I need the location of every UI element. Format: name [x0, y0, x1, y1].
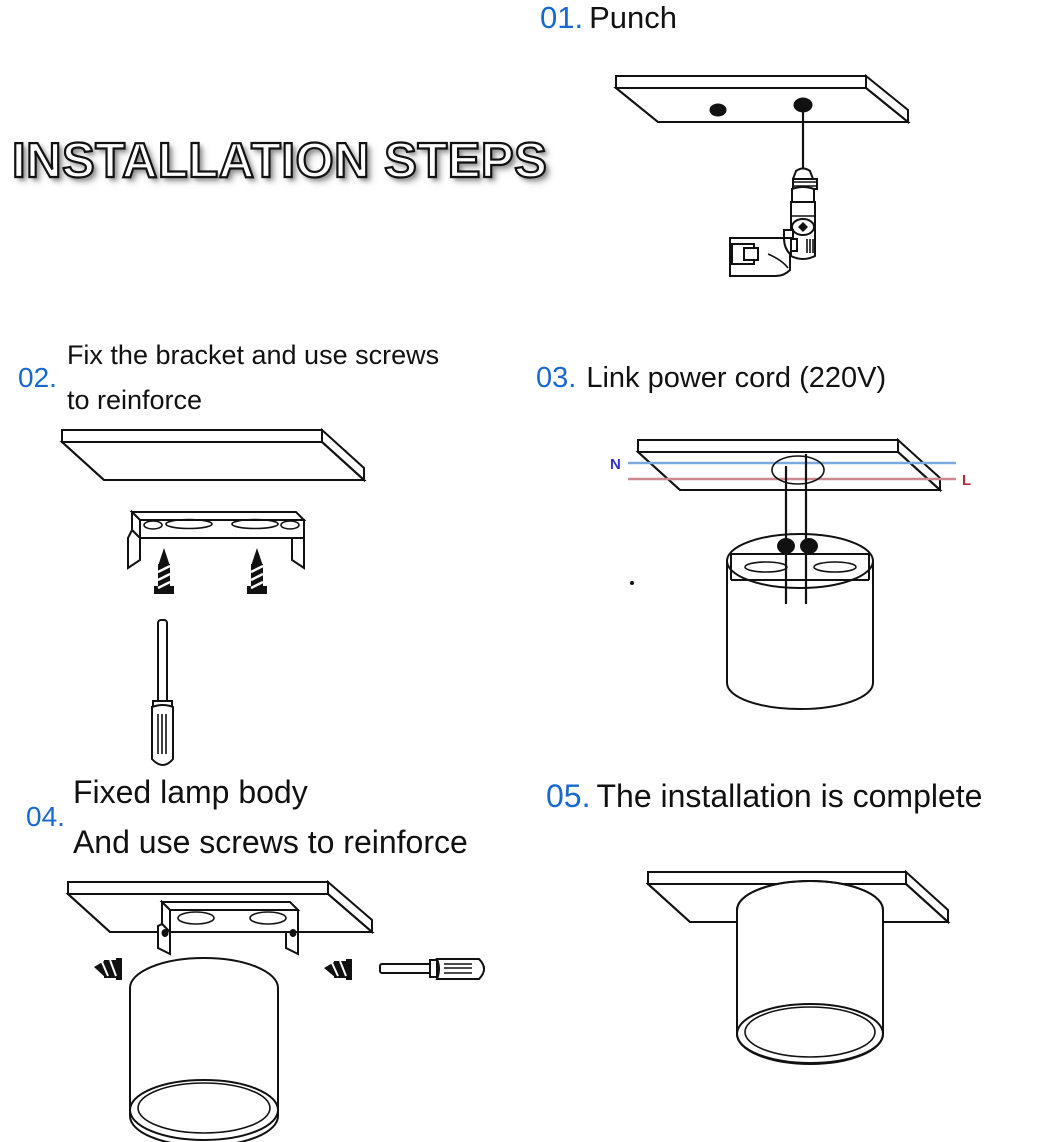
electric-drill: [729, 167, 818, 277]
dot-marker: [630, 581, 634, 585]
mounted-bracket: [157, 899, 301, 956]
ceiling-slab: [59, 427, 367, 483]
step-3-heading: 03. Link power cord (220V): [536, 362, 886, 395]
step-2-number: 02.: [18, 362, 57, 393]
neutral-label: N: [610, 456, 621, 473]
screw-right: [324, 959, 352, 980]
step-1-number: 01.: [540, 0, 584, 35]
step-4-heading: 04. Fixed lamp body And use screws to re…: [26, 768, 586, 866]
step-4-label-line-1: Fixed lamp body: [72, 774, 308, 810]
lens-inner-ring: [744, 1006, 876, 1058]
step-5-number: 05.: [546, 778, 591, 814]
step-5-label: The installation is complete: [596, 778, 983, 814]
ceiling-slab: [635, 437, 943, 493]
step-4-label-line-2: And use screws to reinforce: [72, 824, 468, 860]
step-3-number: 03.: [536, 362, 577, 394]
step-2-illustration: [52, 418, 402, 766]
step-4-number: 04.: [26, 801, 65, 832]
screwdriver-horizontal: [379, 958, 485, 980]
step-1-label: Punch: [589, 0, 678, 35]
step-4-illustration: [52, 872, 512, 1142]
lamp-cylinder-mounted: [736, 880, 884, 1065]
step-2-label-line-1: Fix the bracket and use screws: [66, 340, 440, 370]
page-title: INSTALLATION STEPS: [11, 133, 548, 189]
hole-right: [793, 97, 813, 113]
wire-terminal-right: [800, 538, 818, 554]
step-3-label: Link power cord (220V): [586, 362, 887, 394]
mounting-bracket: [127, 509, 307, 570]
ceiling-slab: [613, 73, 911, 125]
screw-left: [94, 958, 122, 980]
bracket-bar: [730, 553, 870, 581]
step-5-heading: 05. The installation is complete: [546, 778, 982, 815]
step-1-heading: 01. Punch: [540, 0, 677, 36]
wire-terminal-left: [777, 538, 795, 554]
lamp-cylinder: [129, 957, 279, 1142]
lens-ring: [736, 1003, 884, 1065]
step-2-heading: 02. Fix the bracket and use screws to re…: [18, 332, 518, 424]
step-3-illustration: N L: [590, 428, 1010, 718]
step-1-illustration: [598, 58, 938, 288]
lamp-cylinder: [726, 533, 874, 710]
hole-left: [709, 103, 727, 117]
screw-left: [154, 548, 174, 594]
screw-right: [247, 548, 267, 594]
step-2-label-line-2: to reinforce: [66, 385, 203, 415]
live-label: L: [962, 472, 971, 489]
screwdriver-vertical: [151, 619, 174, 766]
step-5-illustration: [606, 862, 1006, 1122]
